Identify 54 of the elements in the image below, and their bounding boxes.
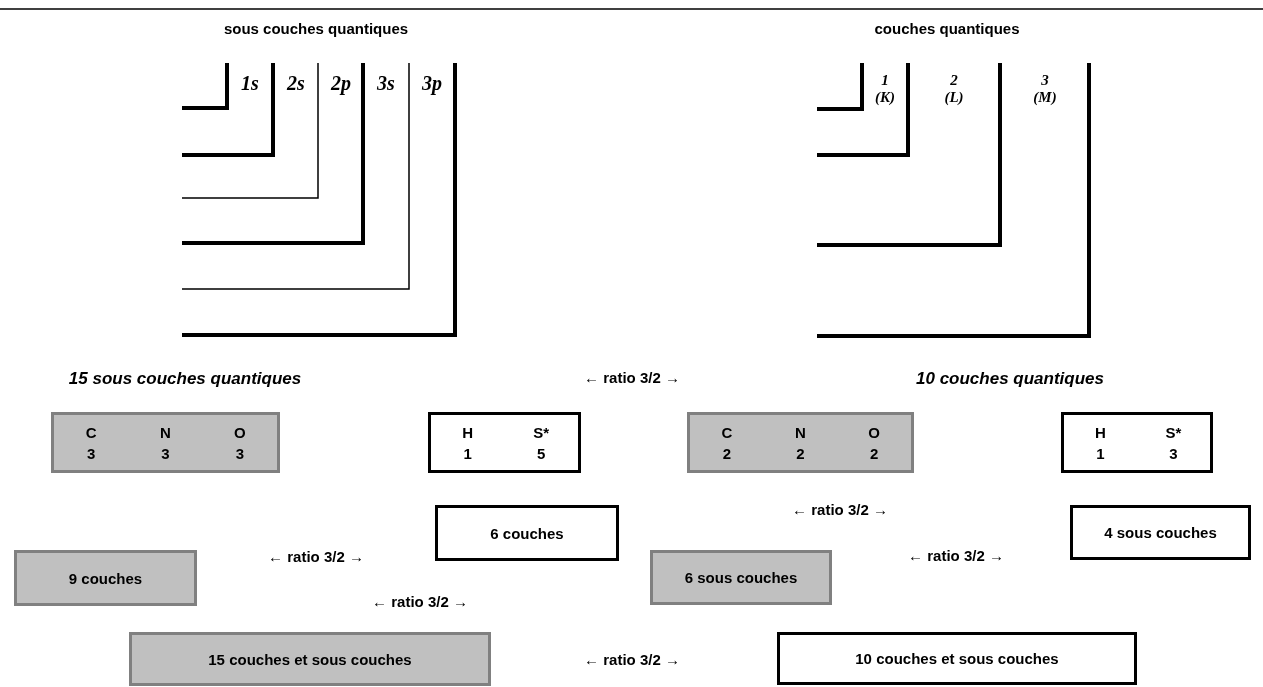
table-cell-text: N [794,423,807,441]
box-text: 6 couches [490,524,564,542]
table-cell-text: H [1094,423,1107,441]
shell-count-box [435,505,619,561]
box-text: 4 sous couches [1104,524,1217,541]
box-text: 15 couches et sous couches [208,650,412,668]
element-table-box [1061,412,1213,473]
total-caption: 15 sous couches quantiques [68,370,302,389]
element-table-box [428,412,581,473]
shell-count-box [650,550,832,605]
subshell-label: 2s [287,72,305,94]
table-cell-text: 5 [536,444,547,462]
table-cell-text: 2 [795,444,806,462]
table-cell-text: 2 [869,444,880,462]
shell-count-box [1070,505,1251,560]
shell-count-box [777,632,1137,685]
table-cell-text: 1 [1095,444,1106,462]
table-cell-text: O [867,423,881,441]
table-cell-text: O [233,423,247,441]
table-cell-text: 3 [234,444,245,462]
subshell-label: 3p [422,72,442,94]
table-cell-text: S* [1164,423,1183,441]
subshell-label: 2p [331,72,351,94]
table-cell-text: S* [532,423,551,441]
box-text: 9 couches [68,569,143,587]
column-heading: couches quantiques [874,21,1020,38]
box-text: 10 couches et sous couches [855,650,1059,667]
table-cell-text: 1 [462,444,473,462]
table-cell-text: C [84,423,98,441]
table-cell-text: 3 [160,444,171,462]
ratio-label: ← ratio 3/2 → [908,548,1004,565]
total-caption: 10 couches quantiques [916,370,1104,389]
subshell-label: 3s [377,72,395,94]
shell-count-box [129,632,491,686]
shell-label: 2 (L) [943,72,965,105]
element-table-box [687,412,914,473]
element-table-box [51,412,280,473]
ratio-label: ← ratio 3/2 → [268,549,364,566]
subshell-label: 1s [241,72,259,94]
ratio-label: ← ratio 3/2 → [584,370,680,387]
table-cell-text: C [720,423,734,441]
column-heading: sous couches quantiques [223,21,409,38]
ratio-label: ← ratio 3/2 → [584,652,680,669]
ratio-label: ← ratio 3/2 → [792,502,888,519]
shell-label: 3 (M) [1032,72,1058,105]
table-cell-text: 2 [721,444,732,462]
box-text: 6 sous couches [684,569,798,586]
table-cell-text: H [461,423,475,441]
table-cell-text: 3 [1168,444,1179,462]
shell-label: 1 (K) [874,72,896,105]
table-cell-text: N [159,423,172,441]
ratio-label: ← ratio 3/2 → [372,594,468,611]
table-cell-text: 3 [86,444,97,462]
shell-count-box [14,550,197,606]
